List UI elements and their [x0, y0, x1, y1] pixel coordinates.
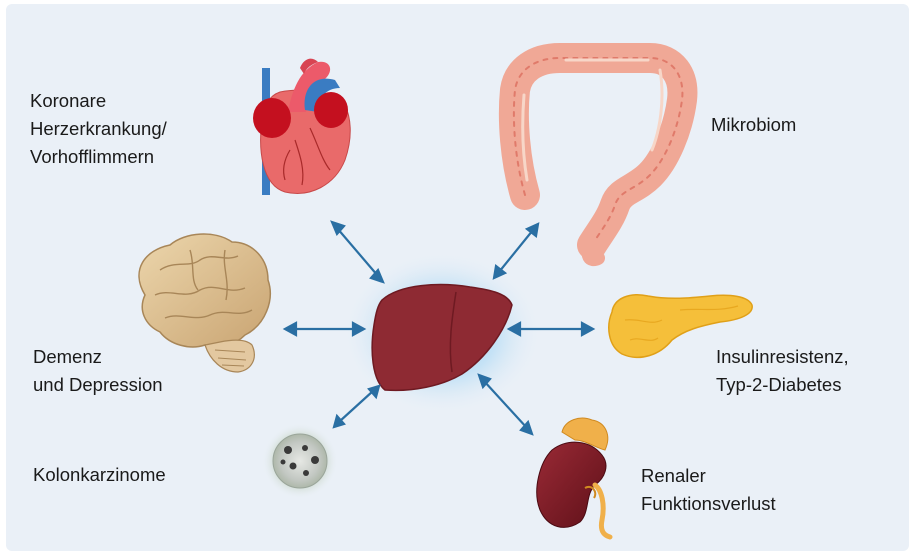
arrow-microbiome: [494, 224, 538, 278]
intestine-icon: [514, 58, 683, 259]
arrow-heart: [332, 222, 383, 282]
label-kidney: Renaler Funktionsverlust: [641, 462, 776, 518]
label-colon-cancer: Kolonkarzinome: [33, 461, 166, 489]
arrow-colon-cancer: [334, 386, 379, 427]
kidney-icon: [537, 418, 610, 537]
label-brain: Demenz und Depression: [33, 343, 163, 399]
label-microbiome: Mikrobiom: [711, 111, 796, 139]
arrow-brain: [285, 323, 364, 335]
label-pancreas: Insulinresistenz, Typ-2-Diabetes: [716, 343, 849, 399]
label-heart: Koronare Herzerkrankung/ Vorhofflimmern: [30, 87, 167, 171]
tumor-cell-icon: [262, 423, 338, 499]
heart-icon: [253, 59, 350, 195]
